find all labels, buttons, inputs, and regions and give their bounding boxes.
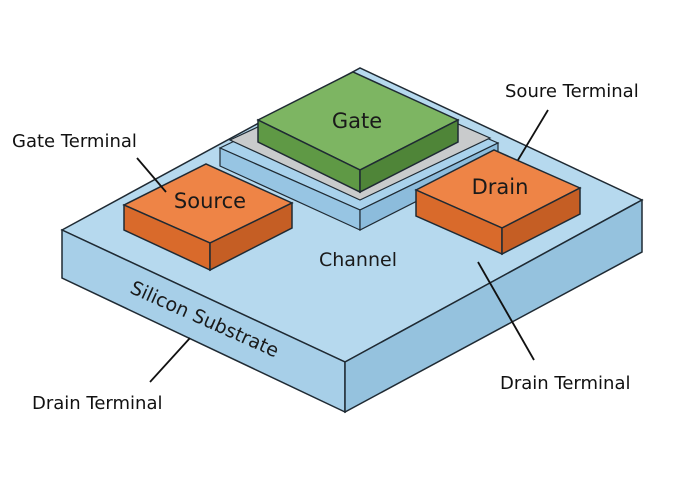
source-side-face	[209, 201, 293, 272]
gate-terminal-callout: Gate Terminal	[12, 131, 137, 152]
source-terminal-leader	[517, 109, 549, 161]
gate-terminal-leader	[136, 157, 167, 193]
substrate-side-face	[344, 198, 643, 414]
gate-block: Gate	[256, 71, 460, 194]
source-block: Source	[122, 163, 294, 272]
drain-terminal-left-callout: Drain Terminal	[32, 393, 163, 414]
drain-terminal-right-callout: Drain Terminal	[500, 373, 631, 394]
drain-terminal-right-leader	[477, 261, 535, 361]
drain-label: Drain	[472, 175, 529, 199]
drain-side-face	[501, 186, 581, 256]
gate-label: Gate	[332, 109, 382, 133]
drain-block: Drain	[414, 149, 582, 256]
channel-label: Channel	[319, 249, 397, 271]
drain-terminal-left-leader	[149, 337, 191, 383]
gate-side-face	[359, 118, 459, 194]
source-label: Source	[174, 189, 246, 213]
source-terminal-callout: Soure Terminal	[505, 81, 639, 102]
callout-lines	[136, 109, 549, 383]
